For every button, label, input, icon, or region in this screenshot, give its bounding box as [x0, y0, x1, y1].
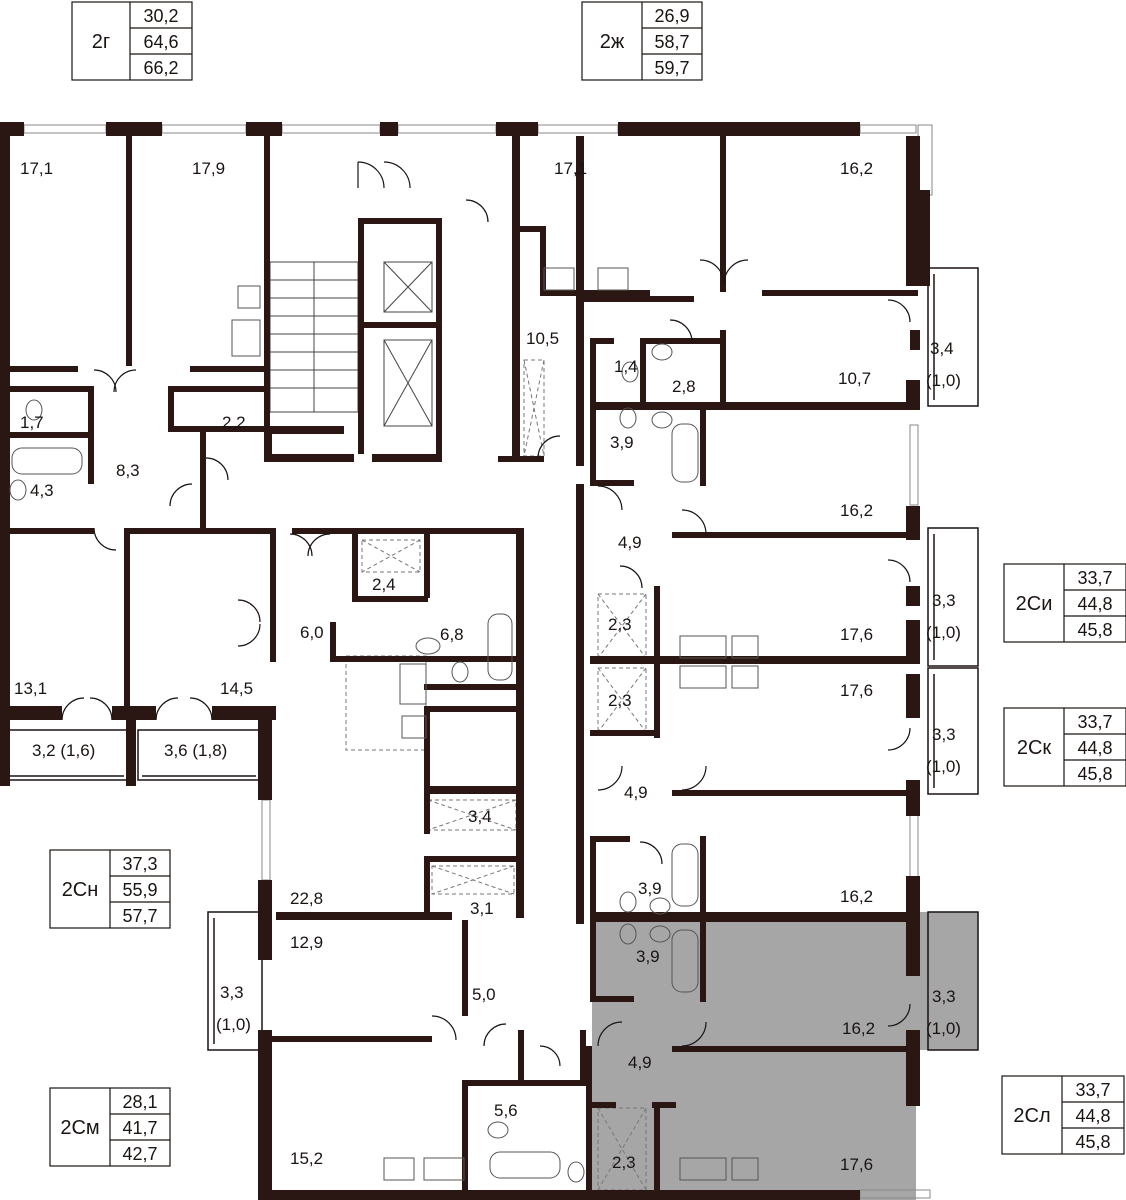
doors	[61, 161, 911, 1067]
room-area-label: 22,8	[290, 889, 323, 908]
room-area-label: 10,7	[838, 369, 871, 388]
room-area-label: 1,4	[614, 357, 638, 376]
room-area-label: 3,3	[932, 987, 956, 1006]
room-area-label: 3,3	[932, 725, 956, 744]
unit-name: 2Сн	[62, 879, 99, 901]
room-area-label: 2,3	[612, 1153, 636, 1172]
room-area-label: 3,4	[930, 339, 954, 358]
room-area-label: 5,6	[494, 1101, 518, 1120]
room-area-label: 2,3	[608, 615, 632, 634]
room-area-label: 10,5	[526, 329, 559, 348]
room-labels: 17,1 17,9 1,7 8,3 2,2 4,3 13,1 14,5 3,2 (1,6) 3,6…	[14, 159, 961, 1174]
room-area-label: 16,2	[840, 887, 873, 906]
room-area-label: 8,3	[116, 461, 140, 480]
highlight-balcony	[916, 912, 978, 1050]
room-area-label: 16,2	[840, 501, 873, 520]
room-area-label: 3,6 (1,8)	[164, 741, 227, 760]
room-area-label: 17,6	[840, 1155, 873, 1174]
stair-lift-core	[269, 261, 433, 427]
unit-area-value: 45,8	[1077, 764, 1112, 784]
unit-area-value: 28,1	[122, 1092, 157, 1112]
unit-area-value: 55,9	[122, 880, 157, 900]
room-area-label: 16,2	[842, 1019, 875, 1038]
unit-table-2zh[interactable]: 2ж 26,9 58,7 59,7	[581, 1, 703, 81]
unit-table-2sn[interactable]: 2Сн 37,3 55,9 57,7	[49, 849, 171, 929]
unit-area-value: 42,7	[122, 1144, 157, 1164]
room-area-label: 13,1	[14, 679, 47, 698]
room-area-label: 14,5	[220, 679, 253, 698]
room-area-label: 3,1	[470, 899, 494, 918]
unit-area-value: 33,7	[1077, 712, 1112, 732]
unit-area-value: 41,7	[122, 1118, 157, 1138]
room-area-label: 2,4	[372, 575, 396, 594]
room-area-label: 17,6	[840, 681, 873, 700]
room-area-label: 17,6	[840, 625, 873, 644]
ventilation-shafts	[345, 359, 647, 1191]
room-area-label: 17,1	[20, 159, 53, 178]
room-area-label: 15,2	[290, 1149, 323, 1168]
room-area-label: 3,9	[636, 947, 660, 966]
unit-table-2sk[interactable]: 2Ск 33,7 44,8 45,8	[1003, 707, 1126, 787]
unit-area-value: 45,8	[1075, 1132, 1110, 1152]
room-area-label: 3,4	[468, 807, 492, 826]
unit-area-value: 44,8	[1077, 738, 1112, 758]
unit-area-value: 59,7	[654, 58, 689, 78]
unit-name: 2Ск	[1017, 737, 1052, 759]
room-area-label: 2,3	[608, 691, 632, 710]
room-area-label: (1,0)	[926, 371, 961, 390]
room-area-label: 2,2	[222, 413, 246, 432]
room-area-label: (1,0)	[926, 757, 961, 776]
unit-area-value: 58,7	[654, 32, 689, 52]
room-area-label: (1,0)	[926, 1019, 961, 1038]
room-area-label: 3,9	[610, 433, 634, 452]
unit-area-value: 26,9	[654, 6, 689, 26]
room-area-label: 2,8	[672, 377, 696, 396]
room-area-label: 17,1	[554, 159, 587, 178]
room-area-label: 6,0	[300, 623, 324, 642]
room-area-label: 1,7	[20, 413, 44, 432]
room-area-label: 4,9	[624, 783, 648, 802]
unit-table-2g[interactable]: 2г 30,2 64,6 66,2	[71, 1, 193, 81]
unit-table-2sl[interactable]: 2Сл 33,7 44,8 45,8	[1001, 1075, 1125, 1155]
room-area-label: (1,0)	[216, 1015, 251, 1034]
unit-area-value: 66,2	[143, 58, 178, 78]
room-area-label: 6,8	[440, 625, 464, 644]
unit-area-value: 64,6	[143, 32, 178, 52]
unit-name: 2См	[60, 1117, 99, 1139]
unit-area-value: 44,8	[1077, 594, 1112, 614]
unit-area-value: 37,3	[122, 854, 157, 874]
room-area-label: 3,9	[638, 879, 662, 898]
unit-table-2si[interactable]: 2Си 33,7 44,8 45,8	[1003, 563, 1126, 643]
walls	[0, 122, 930, 1200]
room-area-label: 12,9	[290, 933, 323, 952]
unit-name: 2г	[92, 31, 110, 53]
room-area-label: 16,2	[840, 159, 873, 178]
unit-name: 2Сл	[1013, 1105, 1050, 1127]
unit-area-value: 44,8	[1075, 1106, 1110, 1126]
unit-name: 2ж	[600, 31, 625, 53]
unit-table-2sm[interactable]: 2См 28,1 41,7 42,7	[49, 1087, 171, 1167]
room-area-label: 4,3	[30, 481, 54, 500]
room-area-label: 17,9	[192, 159, 225, 178]
room-area-label: 5,0	[472, 985, 496, 1004]
room-area-label: 3,2 (1,6)	[32, 741, 95, 760]
unit-area-value: 33,7	[1077, 568, 1112, 588]
unit-area-value: 30,2	[143, 6, 178, 26]
room-area-label: (1,0)	[926, 623, 961, 642]
room-area-label: 3,3	[220, 983, 244, 1002]
unit-area-value: 57,7	[122, 906, 157, 926]
room-area-label: 3,3	[932, 591, 956, 610]
unit-area-value: 33,7	[1075, 1080, 1110, 1100]
unit-tables: 2г 30,2 64,6 66,2 2ж 26,9 58,7 59,7 2Си 33,7 44,8 4…	[49, 1, 1126, 1167]
room-area-label: 4,9	[618, 533, 642, 552]
fixtures	[9, 267, 759, 1183]
balconies	[3, 267, 979, 1051]
unit-name: 2Си	[1016, 593, 1053, 615]
unit-area-value: 45,8	[1077, 620, 1112, 640]
room-area-label: 4,9	[628, 1053, 652, 1072]
